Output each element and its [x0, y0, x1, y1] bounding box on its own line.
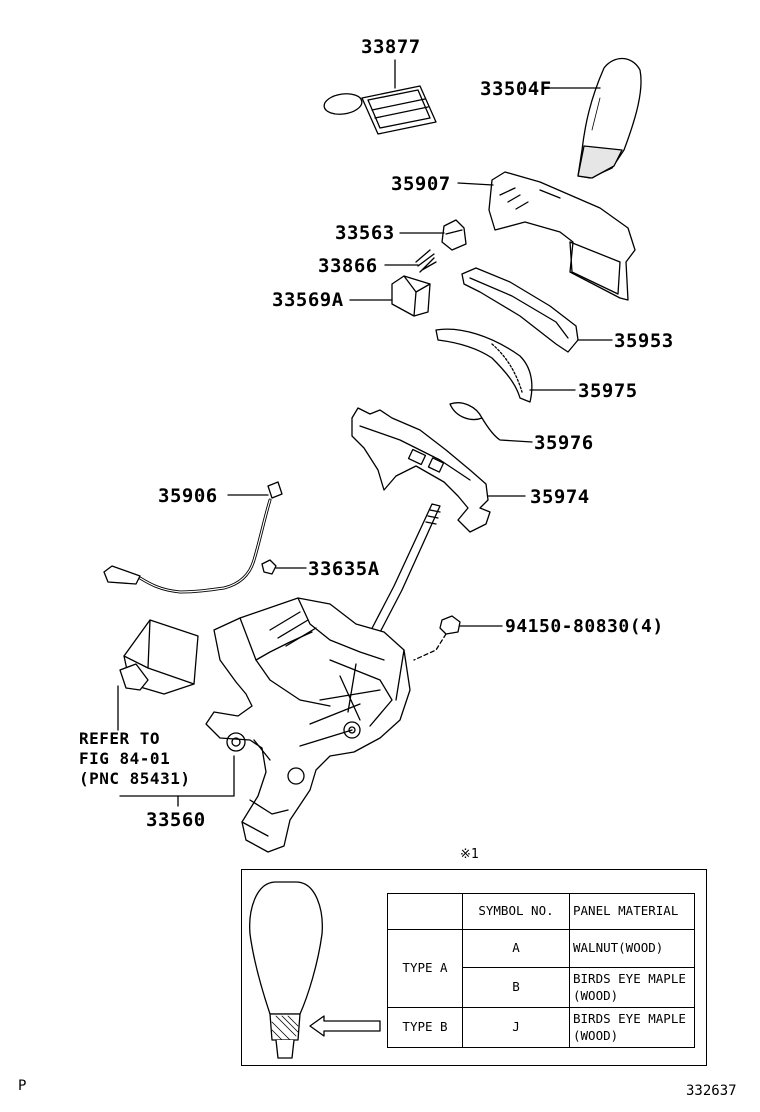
- part-33866-spring: [384, 249, 437, 273]
- material-b-line-1: BIRDS EYE MAPLE: [573, 970, 686, 986]
- part-35975-panel: [435, 328, 576, 403]
- label-35953: 35953: [614, 330, 674, 352]
- symbol-a: A: [462, 929, 570, 968]
- inset-knob: [249, 881, 323, 1059]
- part-35906-harness: [103, 481, 283, 594]
- part-33504F-knob: [544, 57, 642, 179]
- refer-line-1: REFER TO: [79, 729, 161, 748]
- symbol-j: J: [462, 1007, 570, 1048]
- part-35907-cover: [457, 171, 636, 301]
- label-33560: 33560: [146, 809, 206, 831]
- material-b: BIRDS EYE MAPLE(WOOD): [569, 967, 695, 1008]
- part-35976-clip: [449, 402, 533, 443]
- footer-illustration-number: 332637: [686, 1083, 737, 1099]
- part-33563-button: [399, 219, 467, 251]
- label-33877: 33877: [361, 36, 421, 58]
- part-33635A-clip: [261, 559, 307, 575]
- label-33569A: 33569A: [272, 289, 344, 311]
- material-table: SYMBOL NO. PANEL MATERIAL TYPE A A WALNU…: [387, 893, 695, 1048]
- symbol-b: B: [462, 967, 570, 1008]
- part-shift-module: [117, 619, 199, 731]
- part-33877-plate: [323, 59, 437, 135]
- type-b-label: TYPE B: [387, 1007, 463, 1048]
- material-a: WALNUT(WOOD): [569, 929, 695, 968]
- material-j-line-1: BIRDS EYE MAPLE: [573, 1010, 686, 1026]
- inset-box: [241, 869, 707, 1066]
- label-94150-80830: 94150-80830(4): [505, 616, 664, 637]
- label-33635A: 33635A: [308, 558, 380, 580]
- type-a-label: TYPE A: [387, 929, 463, 1008]
- footer-left-code: P: [18, 1078, 27, 1094]
- header-panel-material: PANEL MATERIAL: [569, 893, 695, 930]
- part-35953-panel: [461, 267, 613, 353]
- material-j-line-2: (WOOD): [573, 1027, 619, 1043]
- refer-line-3: (PNC 85431): [79, 769, 191, 788]
- refer-line-2: FIG 84-01: [79, 749, 171, 768]
- label-35974: 35974: [530, 486, 590, 508]
- part-33560-assembly: [119, 597, 411, 853]
- part-94150-nut: [413, 615, 503, 661]
- label-33866: 33866: [318, 255, 378, 277]
- inset-arrow: [309, 1015, 381, 1037]
- label-35975: 35975: [578, 380, 638, 402]
- label-35907: 35907: [391, 173, 451, 195]
- material-j: BIRDS EYE MAPLE(WOOD): [569, 1007, 695, 1048]
- table-corner-cell: [387, 893, 463, 930]
- material-b-line-2: (WOOD): [573, 987, 619, 1003]
- part-33569A-block: [349, 275, 431, 317]
- label-33504F: 33504F: [480, 78, 552, 100]
- header-symbol-no: SYMBOL NO.: [462, 893, 570, 930]
- label-33563: 33563: [335, 222, 395, 244]
- inset-mark: ※1: [460, 847, 479, 862]
- part-35974-housing: [351, 407, 526, 533]
- label-35906: 35906: [158, 485, 218, 507]
- label-35976: 35976: [534, 432, 594, 454]
